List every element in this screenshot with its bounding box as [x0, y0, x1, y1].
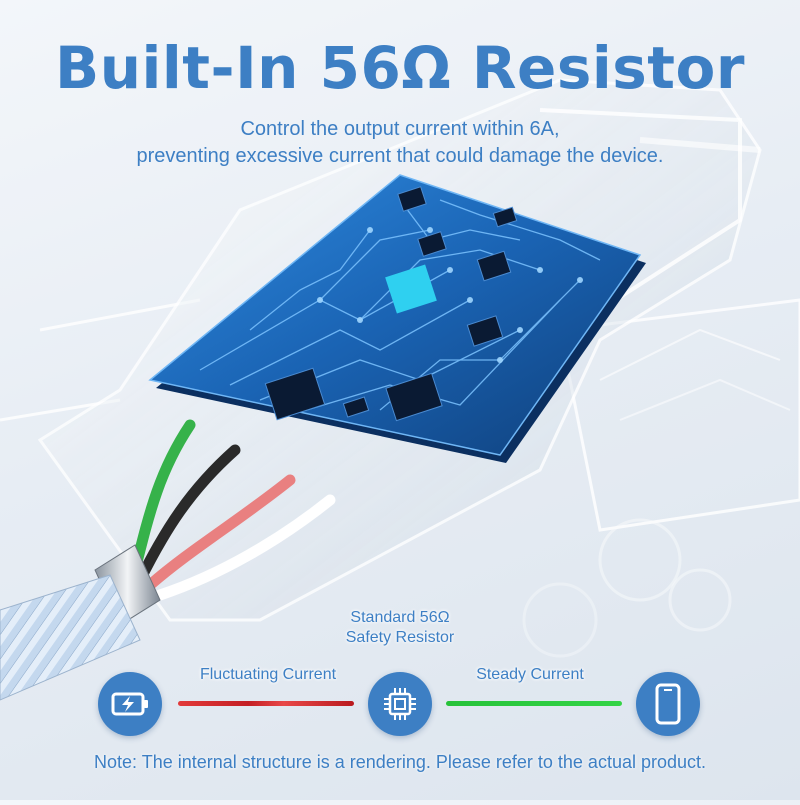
braided-cable [0, 574, 141, 701]
steady-current-label: Steady Current [476, 666, 584, 683]
battery-charging-icon [98, 672, 162, 736]
resistor-label-line-1: Standard 56Ω [350, 609, 450, 626]
fluctuating-current-label: Fluctuating Current [199, 666, 337, 683]
page-title: Built-In 56Ω Resistor [55, 34, 745, 102]
background-tray [0, 298, 800, 658]
disclaimer-note: Note: The internal structure is a render… [94, 752, 706, 772]
steady-current-line [446, 701, 622, 706]
subtitle-line-2: preventing excessive current that could … [136, 145, 664, 167]
fluctuating-current-line [178, 701, 354, 706]
subtitle-line-1: Control the output current within 6A, [240, 118, 560, 140]
resistor-label-line-2: Safety Resistor [345, 629, 455, 646]
internal-wires [129, 419, 336, 601]
phone-icon [636, 672, 700, 736]
chip-icon [368, 672, 432, 736]
pcb-chips [264, 186, 518, 422]
pcb-board [148, 174, 646, 463]
